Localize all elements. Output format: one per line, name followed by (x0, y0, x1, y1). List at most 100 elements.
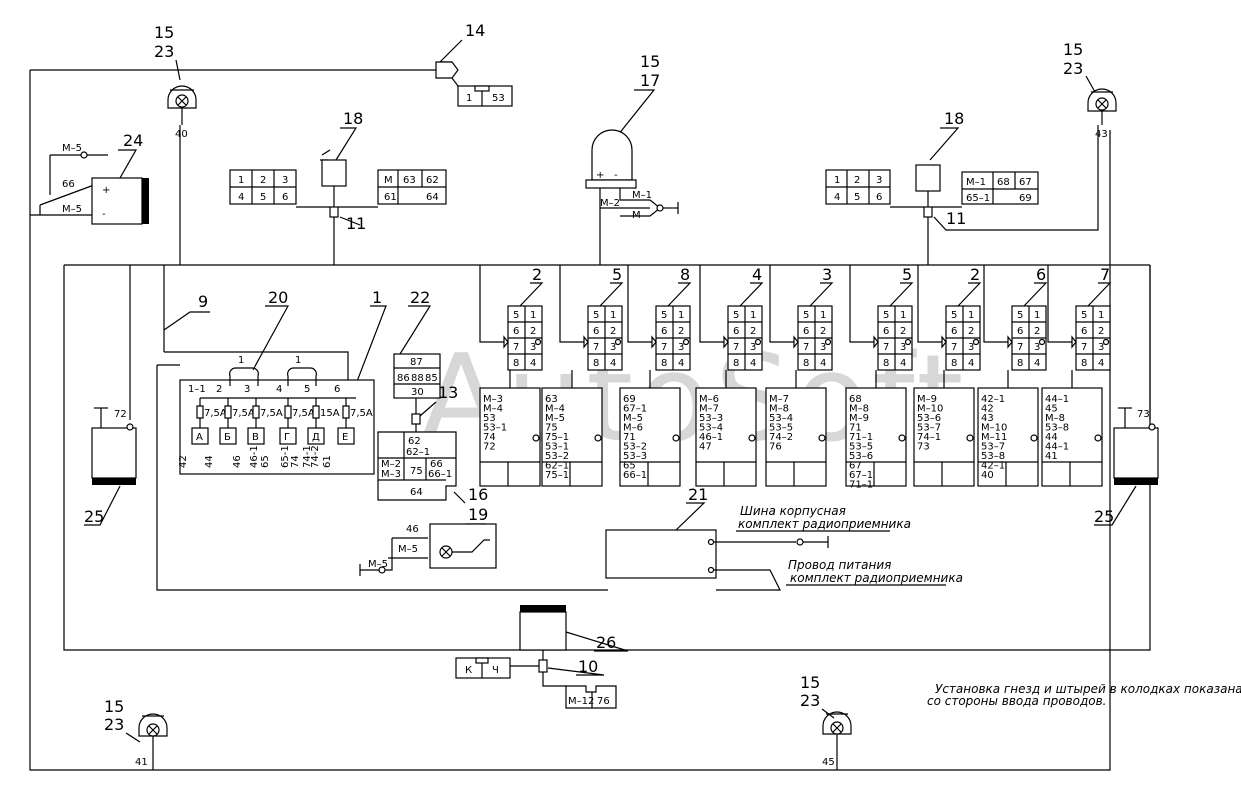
svg-text:7: 7 (951, 342, 957, 353)
svg-text:5: 5 (733, 310, 739, 321)
svg-text:66: 66 (430, 459, 443, 470)
svg-text:14: 14 (465, 21, 485, 40)
svg-text:М–5: М–5 (62, 204, 82, 215)
svg-text:К: К (465, 665, 472, 676)
fuse-slot (191, 427, 209, 445)
svg-text:7: 7 (733, 342, 739, 353)
block-label: М–8 (769, 404, 789, 415)
svg-text:62: 62 (408, 436, 421, 447)
fuse-block: 9 20 1 1 1 1–17,5АА27,5АБ37,5АВ47,5АГ515… (156, 265, 608, 591)
svg-text:65–1: 65–1 (966, 193, 990, 204)
svg-text:16: 16 (468, 485, 488, 504)
fuse-slot (247, 427, 265, 445)
svg-text:1: 1 (750, 310, 756, 321)
svg-text:66–1: 66–1 (428, 469, 452, 480)
fuse-rating: 7,5А (204, 408, 227, 419)
svg-text:8: 8 (803, 358, 809, 369)
svg-text:23: 23 (154, 42, 174, 61)
block-label: 42–1 (981, 461, 1005, 472)
block-label: 72 (483, 442, 496, 453)
svg-text:Шина корпусная: Шина корпусная (740, 504, 846, 518)
svg-text:66: 66 (62, 179, 75, 190)
block-label: 73 (917, 442, 930, 453)
block-label: М–6 (699, 394, 719, 405)
svg-text:3: 3 (968, 342, 974, 353)
speaker-25-right: 73 25 (1094, 407, 1159, 526)
svg-text:+: + (102, 185, 110, 196)
svg-text:1: 1 (1034, 310, 1040, 321)
block-label: М–5 (623, 413, 643, 424)
svg-text:Провод питания: Провод питания (788, 558, 891, 572)
svg-text:2: 2 (610, 326, 616, 337)
svg-text:73: 73 (1137, 409, 1150, 420)
svg-text:53: 53 (492, 93, 505, 104)
svg-text:64: 64 (426, 192, 439, 203)
block-label: 40 (981, 470, 994, 481)
switch-number: 2 (532, 265, 542, 284)
svg-text:1: 1 (238, 175, 244, 186)
svg-text:15: 15 (640, 52, 660, 71)
block-label: 53–1 (483, 423, 507, 434)
svg-text:-: - (614, 170, 618, 181)
svg-text:68: 68 (997, 177, 1010, 188)
block-label: 53–2 (545, 451, 569, 462)
svg-text:10: 10 (578, 657, 598, 676)
block-label: 46–1 (699, 432, 723, 443)
block-label: 42–1 (981, 394, 1005, 405)
block-label: 53–8 (981, 451, 1005, 462)
svg-text:4: 4 (530, 358, 536, 369)
fuse-icon (252, 405, 260, 419)
svg-text:5: 5 (803, 310, 809, 321)
block-label: 45 (1045, 404, 1058, 415)
block-label: 75 (545, 423, 558, 434)
fuse-letter: Д (312, 432, 320, 443)
svg-text:8: 8 (1081, 358, 1087, 369)
block-label: 53 (483, 413, 496, 424)
block-label: М–8 (849, 404, 869, 415)
outer-wiring (29, 69, 1151, 771)
svg-text:4: 4 (750, 358, 756, 369)
fuse-top-label: 1–1 (188, 384, 206, 395)
fuse-wire-label: 46 (232, 455, 243, 468)
block-label: 66–1 (623, 470, 647, 481)
svg-text:7: 7 (593, 342, 599, 353)
block-label: 67 (849, 461, 862, 472)
block-label: 53–4 (699, 423, 723, 434)
svg-text:67: 67 (1019, 177, 1032, 188)
block-label: 69 (623, 394, 636, 405)
svg-text:2: 2 (530, 326, 536, 337)
fuse-letter: А (196, 432, 203, 443)
svg-text:41: 41 (135, 757, 148, 768)
svg-text:3: 3 (282, 175, 288, 186)
svg-text:45: 45 (822, 757, 835, 768)
fuse-letter: Б (224, 432, 231, 443)
component-17: 15 17 + - М–1 М–2 М (585, 52, 679, 265)
block-label: 71–1 (849, 480, 873, 491)
svg-text:7: 7 (661, 342, 667, 353)
switch-number: 7 (1100, 265, 1110, 284)
svg-text:4: 4 (1034, 358, 1040, 369)
block-label: 42 (981, 404, 994, 415)
svg-text:М–2: М–2 (600, 198, 620, 209)
svg-text:6: 6 (733, 326, 739, 337)
fuse-icon (312, 405, 320, 419)
svg-text:8: 8 (513, 358, 519, 369)
svg-text:2: 2 (750, 326, 756, 337)
svg-text:8: 8 (883, 358, 889, 369)
block-label: 71–1 (849, 432, 873, 443)
svg-text:М–1: М–1 (966, 177, 986, 188)
lamp-bottom-left: 15 23 41 (104, 697, 168, 770)
svg-text:4: 4 (1098, 358, 1104, 369)
block-label: 62–1 (545, 461, 569, 472)
svg-text:62: 62 (426, 175, 439, 186)
fuse-wire-label: 74 (290, 455, 301, 468)
block-label: М–6 (623, 423, 643, 434)
fuse-icon (196, 405, 204, 419)
fuse-wire-label: 61 (322, 455, 333, 468)
svg-text:4: 4 (820, 358, 826, 369)
